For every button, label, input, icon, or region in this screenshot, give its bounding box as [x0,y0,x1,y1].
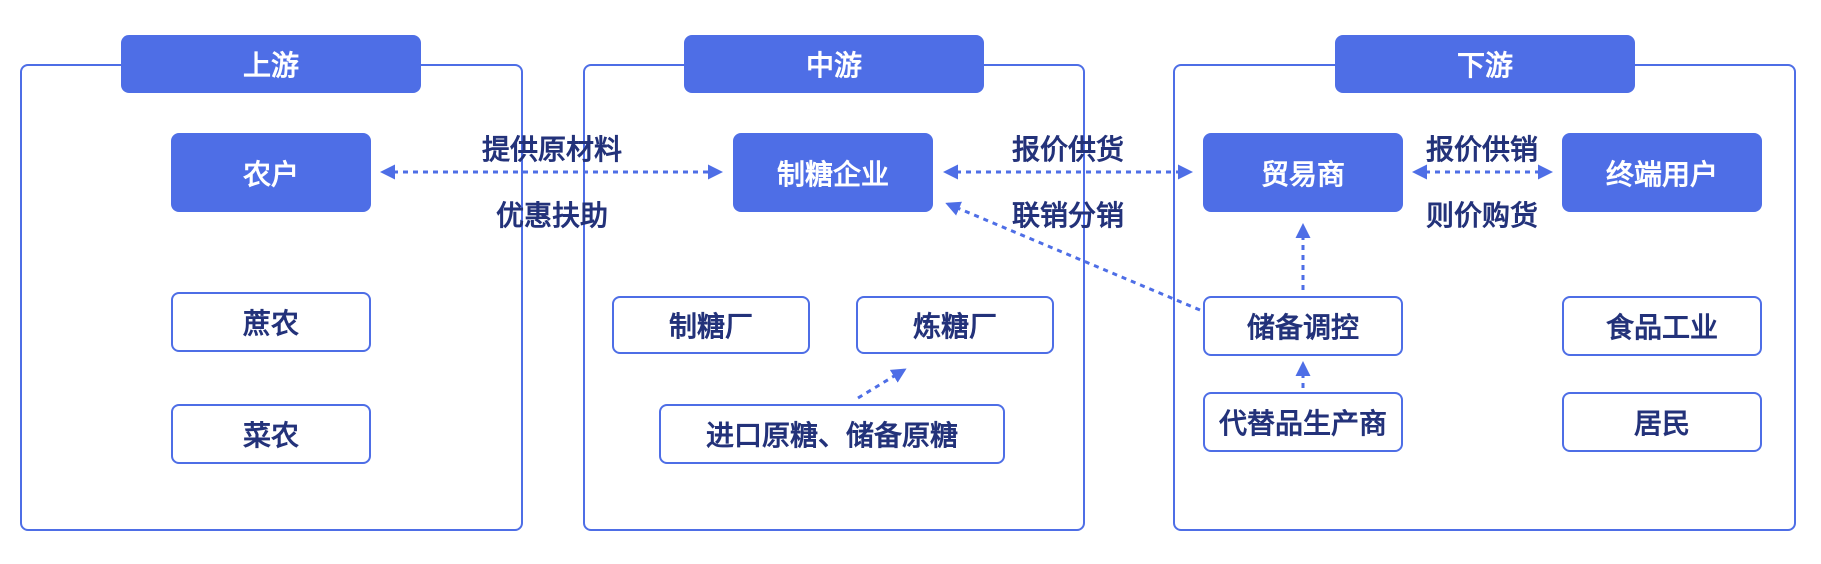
substitute-producer-node: 代替品生产商 [1203,392,1403,452]
midstream-title: 中游 [684,35,984,93]
edge-label-price-purchase: 则价购货 [1425,199,1539,232]
sugarcane-farmer-node: 蔗农 [171,292,371,352]
sugar-mill-node: 制糖厂 [612,296,810,354]
food-industry-node: 食品工业 [1562,296,1762,356]
edge-label-quote-supply: 报价供货 [1011,133,1125,166]
imported-reserve-raw-sugar-node: 进口原糖、储备原糖 [659,404,1005,464]
residents-node: 居民 [1562,392,1762,452]
edge-label-quote-sales: 报价供销 [1425,133,1539,166]
edge-label-preferential-support: 优惠扶助 [495,199,609,232]
upstream-title: 上游 [121,35,421,93]
reserve-regulation-node: 储备调控 [1203,296,1403,356]
farmer-node: 农户 [171,133,371,212]
edge-label-provide-raw-materials: 提供原材料 [481,133,623,166]
sugar-enterprise-node: 制糖企业 [733,133,933,212]
downstream-title: 下游 [1335,35,1635,93]
edge-label-joint-distribution: 联销分销 [1011,199,1125,232]
sugar-refinery-node: 炼糖厂 [856,296,1054,354]
reserve-to-sugar-arrow [945,201,1201,312]
trader-node: 贸易商 [1203,133,1403,212]
beet-farmer-node: 菜农 [171,404,371,464]
end-user-node: 终端用户 [1562,133,1762,212]
import-to-refinery-arrow [857,368,907,400]
